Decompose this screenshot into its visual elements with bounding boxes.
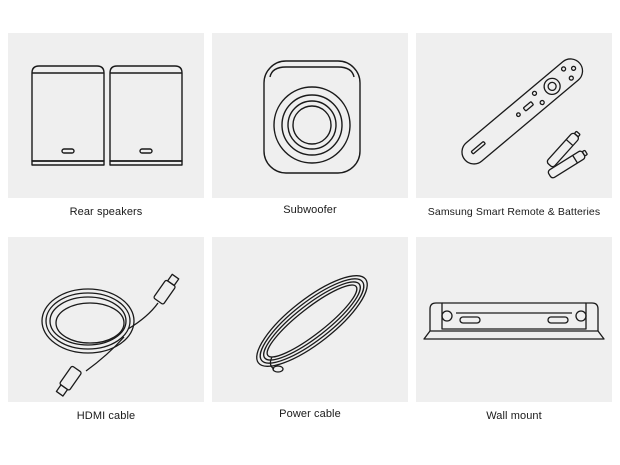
subwoofer-tile [212, 33, 408, 198]
item-remote-batteries: Samsung Smart Remote & Batteries [416, 33, 612, 229]
remote-batteries-tile [416, 33, 612, 198]
item-subwoofer: Subwoofer [212, 33, 408, 229]
package-contents-grid: Rear speakers Subwoofer [8, 33, 612, 433]
power-cable-icon [256, 275, 368, 373]
item-rear-speakers: Rear speakers [8, 33, 204, 229]
power-cable-tile [212, 237, 408, 402]
hdmi-cable-icon [41, 273, 180, 397]
remote-batteries-label: Samsung Smart Remote & Batteries [427, 206, 601, 218]
power-cable-label: Power cable [279, 408, 341, 420]
hdmi-cable-tile [8, 237, 204, 402]
subwoofer-icon [263, 60, 361, 174]
wall-mount-icon [423, 302, 605, 340]
hdmi-cable-label: HDMI cable [76, 410, 136, 422]
item-hdmi-cable: HDMI cable [8, 237, 204, 433]
item-wall-mount: Wall mount [416, 237, 612, 433]
rear-speakers-icon [31, 65, 183, 166]
rear-speakers-tile [8, 33, 204, 198]
wall-mount-tile [416, 237, 612, 402]
subwoofer-label: Subwoofer [283, 204, 337, 216]
remote-batteries-icon [461, 58, 588, 179]
item-power-cable: Power cable [212, 237, 408, 433]
rear-speakers-label: Rear speakers [69, 206, 143, 218]
wall-mount-label: Wall mount [486, 410, 542, 422]
